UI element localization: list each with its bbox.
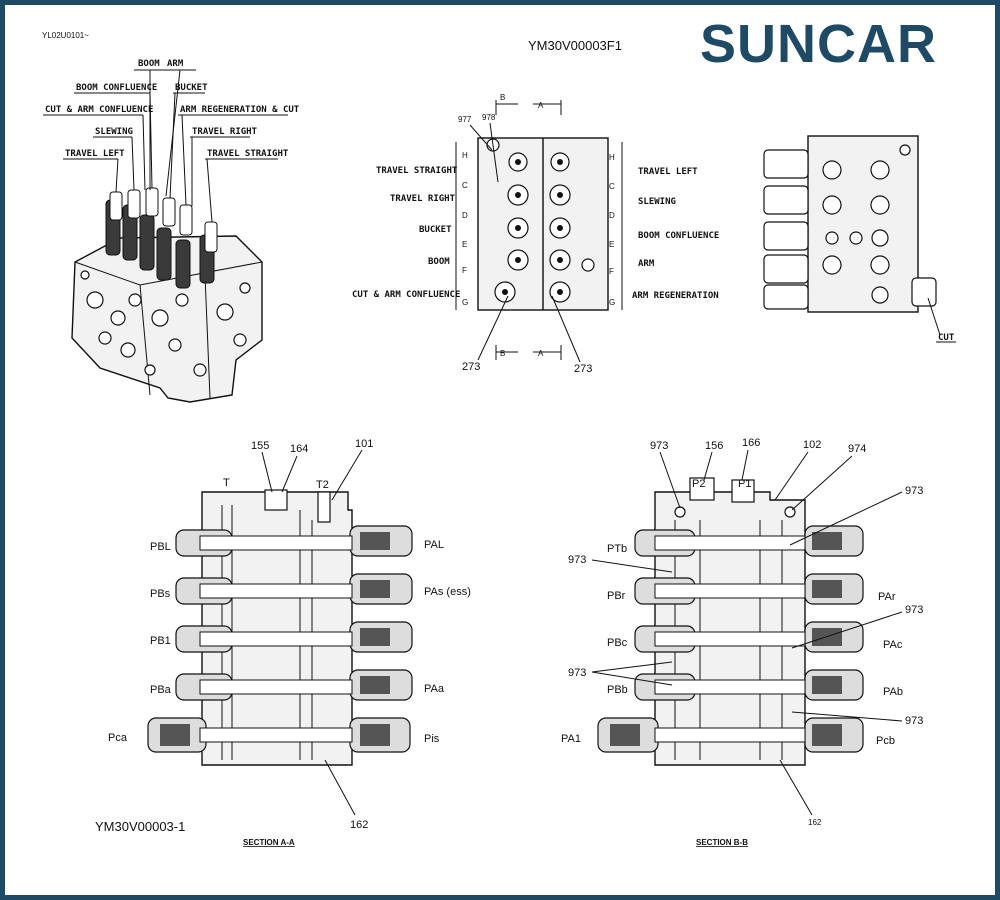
front-letter-d-left: D [462, 211, 468, 220]
front-view: B A B A 977 978 273 273 TRAVEL STRAIGHT … [352, 93, 719, 375]
front-letter-h-right: H [609, 153, 615, 162]
iso-label-arm-regeneration-cut: ARM REGENERATION & CUT [180, 105, 300, 115]
section-b-drawing: 973 156 166 102 974 P2 P1 973 973 973 97… [561, 437, 923, 847]
front-letter-f-left: F [462, 266, 467, 275]
section-a-port-pal: PAL [424, 539, 444, 551]
iso-label-cut-arm-confluence: CUT & ARM CONFLUENCE [45, 105, 153, 115]
section-b-part-973-e: 973 [905, 715, 923, 727]
section-b-port-par: PAr [878, 591, 896, 603]
iso-label-arm: ARM [167, 59, 184, 69]
section-a-part-164: 164 [290, 443, 308, 455]
section-a-title: SECTION A-A [243, 838, 295, 847]
section-b-port-pac: PAc [883, 639, 903, 651]
part-977: 977 [458, 115, 472, 124]
iso-label-boom-confluence: BOOM CONFLUENCE [76, 83, 157, 93]
section-a-tank-t: T [223, 477, 230, 489]
section-b-part-156: 156 [705, 440, 723, 452]
front-letter-e-left: E [462, 240, 467, 249]
iso-label-bucket: BUCKET [175, 83, 208, 93]
section-b-pump-p2: P2 [692, 478, 705, 490]
isometric-valve [71, 187, 263, 403]
section-b-part-102: 102 [803, 439, 821, 451]
section-a-part-101: 101 [355, 438, 373, 450]
section-b-part-973-c: 973 [905, 604, 923, 616]
section-b-port-pcb: Pcb [876, 735, 895, 747]
front-label-slewing: SLEWING [638, 197, 676, 207]
section-b-part-973-top: 973 [650, 440, 668, 452]
front-label-travel-left: TRAVEL LEFT [638, 167, 698, 177]
section-marker-a-top: A [538, 101, 544, 110]
section-a-port-pba: PBa [150, 684, 172, 696]
section-b-part-166: 166 [742, 437, 760, 449]
section-a-port-pbs: PBs [150, 588, 171, 600]
front-letter-g-left: G [462, 298, 468, 307]
front-label-cut-arm-confluence: CUT & ARM CONFLUENCE [352, 290, 460, 300]
section-b-port-pbc: PBc [607, 637, 628, 649]
iso-label-travel-left: TRAVEL LEFT [65, 149, 125, 159]
section-a-port-pca: Pca [108, 732, 128, 744]
iso-label-slewing: SLEWING [95, 127, 133, 137]
iso-labels: BOOM ARM BOOM CONFLUENCE BUCKET CUT & AR… [43, 59, 300, 223]
section-a-port-paa: PAa [424, 683, 445, 695]
front-label-arm-regeneration: ARM REGENERATION [632, 291, 719, 301]
section-b-port-ptb: PTb [607, 543, 627, 555]
part-273-left: 273 [462, 361, 480, 373]
iso-label-boom: BOOM [138, 59, 160, 69]
section-marker-b-top: B [500, 93, 505, 102]
front-letter-c-right: C [609, 182, 615, 191]
code-main: YM30V00003F1 [528, 38, 622, 53]
side-view: CUT [763, 135, 956, 343]
part-978: 978 [482, 113, 496, 122]
section-marker-a-bottom: A [538, 349, 544, 358]
front-label-bucket: BUCKET [419, 225, 452, 235]
front-letter-h-left: H [462, 151, 468, 160]
section-b-part-974: 974 [848, 443, 866, 455]
front-letter-e-right: E [609, 240, 614, 249]
section-b-port-pa1: PA1 [561, 733, 581, 745]
code-small: YL02U0101~ [42, 31, 89, 40]
part-273-right: 273 [574, 363, 592, 375]
section-marker-b-bottom: B [500, 349, 505, 358]
iso-label-travel-straight: TRAVEL STRAIGHT [207, 149, 289, 159]
section-a-port-pis: Pis [424, 733, 440, 745]
front-letter-f-right: F [609, 267, 614, 276]
section-b-pump-p1: P1 [738, 478, 751, 490]
section-b-part-973-b: 973 [568, 554, 586, 566]
section-b-part-973-a: 973 [905, 485, 923, 497]
iso-label-travel-right: TRAVEL RIGHT [192, 127, 258, 137]
section-a-port-pb1: PB1 [150, 635, 171, 647]
section-b-part-973-d: 973 [568, 667, 586, 679]
section-b-part-162: 162 [808, 818, 822, 827]
code-footer: YM30V00003-1 [95, 819, 185, 834]
front-letter-g-right: G [609, 298, 615, 307]
section-a-port-pas: PAs (ess) [424, 586, 471, 598]
front-label-boom-confluence: BOOM CONFLUENCE [638, 231, 719, 241]
section-a-drawing: 155 164 101 T T2 PBL PBs PB1 PBa Pca PAL… [108, 438, 471, 847]
section-a-tank-t2: T2 [316, 479, 329, 491]
section-b-port-pbb: PBb [607, 684, 628, 696]
section-b-port-pab: PAb [883, 686, 903, 698]
front-letter-d-right: D [609, 211, 615, 220]
side-label-cut: CUT [938, 333, 955, 343]
front-label-travel-straight: TRAVEL STRAIGHT [376, 166, 458, 176]
logo-text: SUNCAR [700, 14, 938, 74]
section-b-title: SECTION B-B [696, 838, 748, 847]
section-a-part-162: 162 [350, 819, 368, 831]
front-label-arm: ARM [638, 259, 655, 269]
suncar-logo: SUNCAR [700, 16, 986, 72]
section-a-part-155: 155 [251, 440, 269, 452]
front-letter-c-left: C [462, 181, 468, 190]
front-label-travel-right: TRAVEL RIGHT [390, 194, 456, 204]
section-b-port-pbr: PBr [607, 590, 626, 602]
front-label-boom: BOOM [428, 257, 450, 267]
section-a-port-pbl: PBL [150, 541, 171, 553]
